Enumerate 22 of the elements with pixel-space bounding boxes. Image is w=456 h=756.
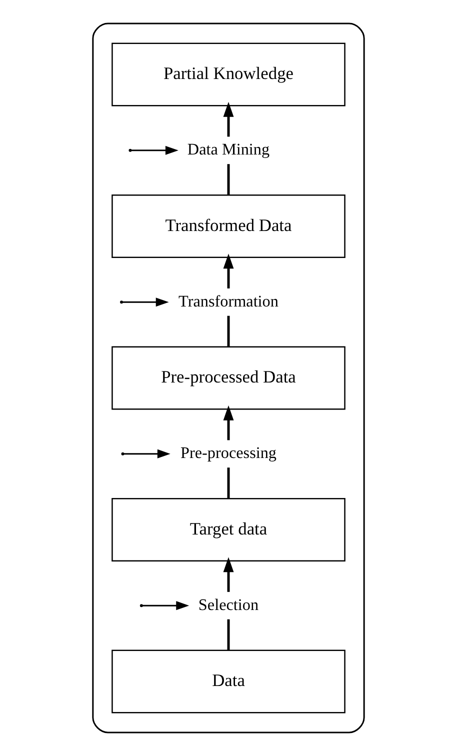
- node-box: Partial Knowledge: [111, 42, 345, 106]
- arrow: [222, 405, 234, 440]
- arrow: [222, 102, 234, 137]
- node-text: Transformation: [178, 293, 278, 310]
- arrow: [222, 557, 234, 592]
- node-text: Selection: [198, 596, 258, 614]
- arrow: [122, 298, 168, 307]
- node-box: Data: [111, 650, 345, 714]
- node-box: Pre-processed Data: [111, 346, 345, 410]
- node-text: Pre-processing: [180, 445, 276, 462]
- arrow: [124, 449, 170, 458]
- connector: [226, 468, 230, 498]
- connector: [226, 164, 230, 195]
- node-box: Transformed Data: [111, 194, 345, 258]
- arrow: [142, 601, 189, 610]
- arrow: [222, 254, 234, 288]
- connector: [226, 316, 230, 346]
- cluster: [92, 22, 364, 734]
- arrow: [130, 146, 178, 155]
- node-box: Target data: [111, 498, 345, 562]
- node-text: Data Mining: [186, 142, 270, 159]
- connector: [226, 619, 230, 650]
